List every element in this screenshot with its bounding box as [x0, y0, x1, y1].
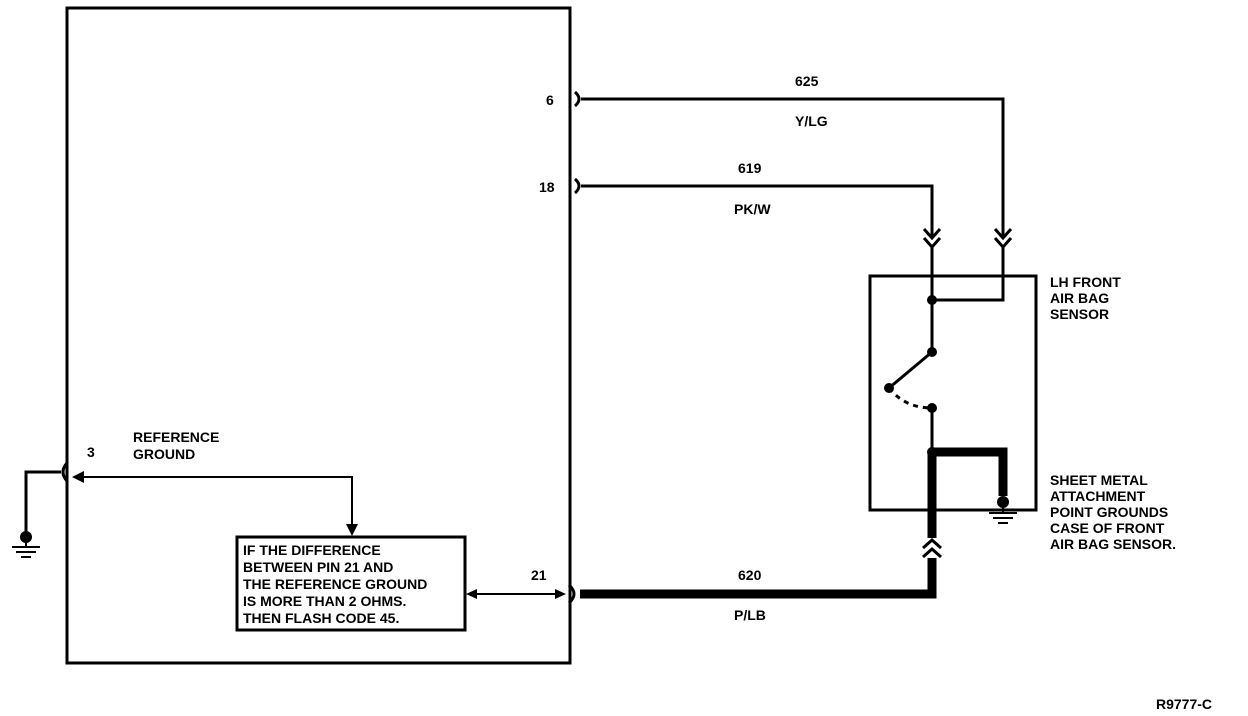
test-note: IF THE DIFFERENCE BETWEEN PIN 21 AND THE…: [235, 535, 566, 632]
wire-620-circuit-label: 620: [738, 567, 762, 583]
pin-6-connector-icon: [573, 90, 581, 108]
module-ground-icon: [12, 531, 40, 558]
circuit-619: 18 619 PK/W: [539, 160, 942, 250]
test-note-box: [235, 535, 467, 632]
ground-wire: [24, 470, 61, 532]
wire-620: [580, 558, 937, 599]
pin-18-connector-icon: [573, 177, 581, 195]
wire-619-circuit-label: 619: [738, 160, 762, 176]
case-ground-path: [932, 447, 1008, 496]
wire-619: [581, 184, 934, 238]
reference-measure-line: [80, 476, 353, 528]
lh-front-air-bag-sensor: LH FRONT AIR BAG SENSOR: [868, 247, 1125, 524]
circuit-625: 6 625 Y/LG: [546, 73, 1013, 250]
test-note-text: IF THE DIFFERENCE BETWEEN PIN 21 AND THE…: [243, 542, 431, 626]
pin-18-label: 18: [539, 179, 555, 195]
ground-note: SHEET METAL ATTACHMENT POINT GROUNDS CAS…: [1050, 472, 1176, 552]
pin-21-connector-icon: [567, 583, 576, 605]
wire-625-circuit-label: 625: [795, 73, 819, 89]
wire-620-color-label: P/LB: [734, 607, 766, 623]
reference-arrowhead-left: [72, 471, 84, 483]
pin-21-arrowhead-right: [555, 589, 566, 599]
pin-21-arrowhead-left: [466, 589, 477, 599]
figure-id: R9777-C: [1156, 696, 1212, 712]
pin-21-label: 21: [531, 567, 547, 583]
reference-arrowhead-down: [346, 524, 358, 536]
reference-ground: 3 REFERENCE GROUND: [12, 429, 358, 558]
wire-625-color-label: Y/LG: [795, 113, 828, 129]
wire-625: [581, 97, 1005, 238]
wire-619-color-label: PK/W: [734, 201, 771, 217]
sensor-label: LH FRONT AIR BAG SENSOR: [1050, 274, 1125, 322]
wire-620-connector-icon: [922, 537, 942, 559]
pin-3-connector-icon: [61, 462, 69, 482]
circuit-620: 21 620 P/LB: [531, 452, 942, 623]
reference-ground-label: REFERENCE GROUND: [133, 429, 223, 462]
sensor-case-ground-icon: [989, 496, 1017, 524]
pin-3-label: 3: [87, 444, 95, 460]
sensor-box: [868, 274, 1038, 512]
pin-6-label: 6: [546, 92, 554, 108]
switch-arm: [888, 350, 933, 390]
